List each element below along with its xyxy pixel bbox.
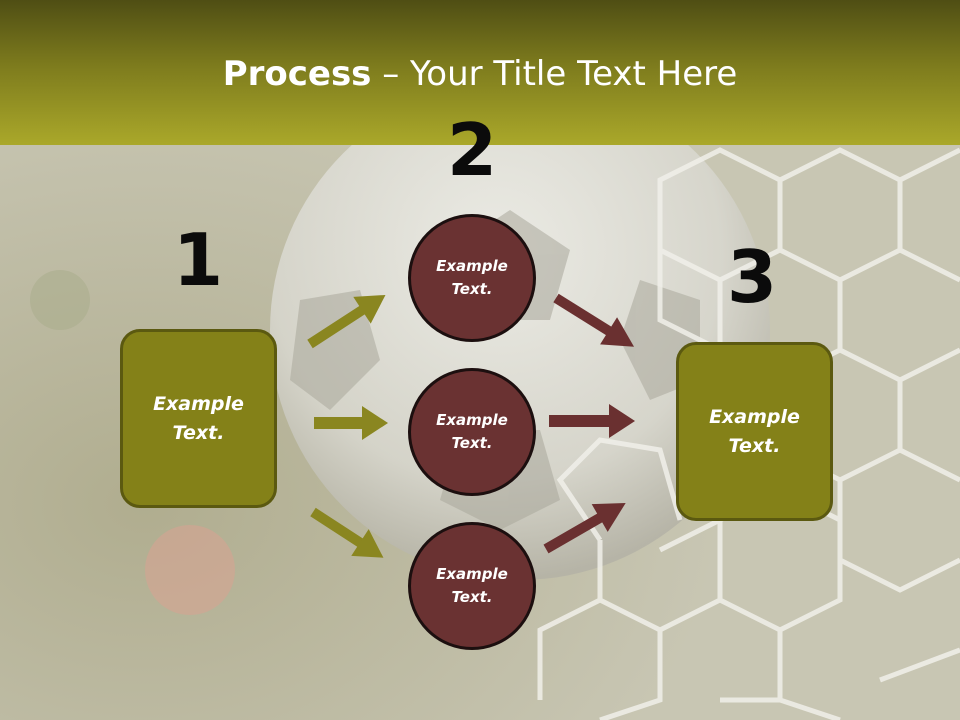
title-bar — [0, 0, 960, 145]
arrow-to-bottom-circle-icon — [310, 507, 384, 558]
step-3-label: Example Text. — [709, 405, 800, 457]
step-3-box: Example Text. — [676, 342, 833, 521]
circle-middle: Example Text. — [408, 368, 536, 496]
step-number-3: 3 — [726, 235, 778, 319]
circle-bottom: Example Text. — [408, 522, 536, 650]
circle-top-label: Example Text. — [436, 257, 508, 298]
circle-bottom-label: Example Text. — [436, 565, 508, 606]
title-rest: – Your Title Text Here — [371, 54, 738, 94]
arrow-from-bottom-circle-icon — [543, 503, 626, 554]
title-bold: Process — [222, 54, 372, 94]
circle-middle-label: Example Text. — [436, 411, 508, 452]
slide-title: Process – Your Title Text Here — [0, 52, 960, 96]
step-number-2: 2 — [446, 108, 498, 192]
step-1-box: Example Text. — [120, 329, 277, 508]
arrow-from-top-circle-icon — [553, 293, 635, 347]
arrow-to-top-circle-icon — [307, 294, 386, 349]
arrow-to-middle-circle-icon — [314, 406, 388, 440]
step-number-1: 1 — [172, 218, 224, 302]
circle-top: Example Text. — [408, 214, 536, 342]
arrow-from-middle-circle-icon — [549, 404, 635, 438]
step-1-label: Example Text. — [153, 392, 244, 444]
